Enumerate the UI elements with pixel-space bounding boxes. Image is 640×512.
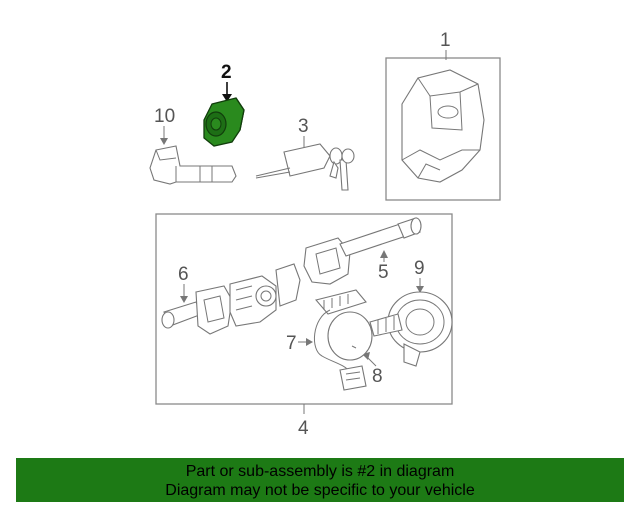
part-7-wire-harness[interactable] <box>313 309 367 391</box>
part-9-spiral-cable[interactable] <box>369 291 453 367</box>
callout-1: 1 <box>440 30 451 51</box>
notice-line-1: Part or sub-assembly is #2 in diagram <box>185 463 455 480</box>
part-5-wiper-switch[interactable] <box>303 217 422 285</box>
notice-banner: Part or sub-assembly is #2 in diagram Di… <box>16 458 624 502</box>
callout-3: 3 <box>298 116 309 137</box>
callout-6: 6 <box>178 264 189 285</box>
leader-10-arrowhead <box>160 138 168 145</box>
leader-2-arrowhead <box>222 94 232 102</box>
parts-diagram: 1 2 10 3 4 6 <box>149 30 501 439</box>
callout-10: 10 <box>154 106 175 127</box>
part-10-key-interlock[interactable] <box>149 145 237 185</box>
part-2-ignition-switch[interactable] <box>203 97 245 147</box>
part-connector-plate[interactable] <box>315 289 367 315</box>
callout-8: 8 <box>372 366 383 387</box>
part-1-column-cover[interactable] <box>401 69 485 183</box>
leader-7-arrowhead <box>306 338 313 346</box>
part-8-horn-plate[interactable] <box>327 311 373 361</box>
callout-4: 4 <box>298 418 309 439</box>
callout-2: 2 <box>221 62 232 83</box>
notice-line-2: Diagram may not be specific to your vehi… <box>165 482 475 499</box>
leader-5-arrowhead <box>380 250 388 258</box>
part-3-lock-cylinder[interactable] <box>255 143 355 191</box>
callout-7: 7 <box>286 333 297 354</box>
part-6-combination-switch[interactable] <box>161 263 301 335</box>
callout-9: 9 <box>414 258 425 279</box>
callout-5: 5 <box>378 262 389 283</box>
leader-6-arrowhead <box>180 296 188 303</box>
part-1-frame <box>385 57 501 201</box>
leader-9-arrowhead <box>416 286 424 293</box>
leader-8 <box>367 357 377 367</box>
